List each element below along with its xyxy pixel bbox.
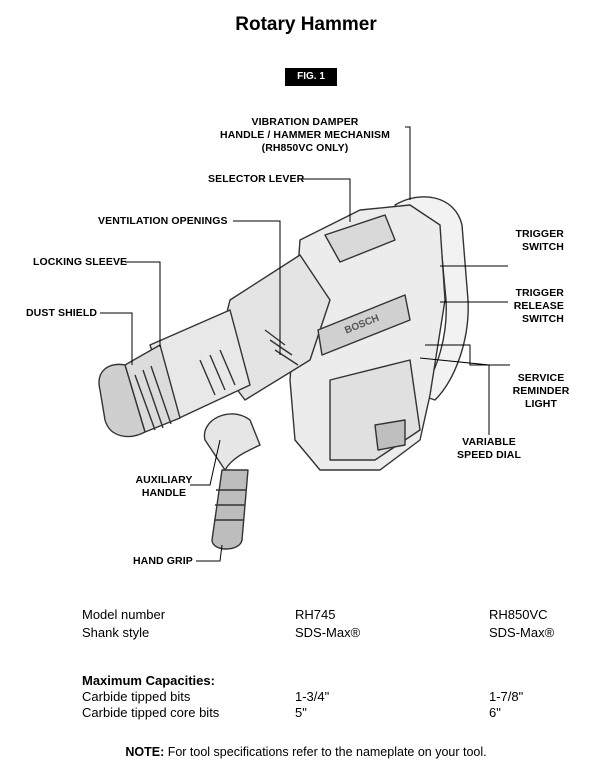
label-ventilation-openings: VENTILATION OPENINGS xyxy=(98,215,228,227)
page-title: Rotary Hammer xyxy=(235,14,377,35)
label-trigger-release-switch: TRIGGER RELEASE SWITCH xyxy=(513,287,564,325)
label-hand-grip: HAND GRIP xyxy=(133,555,193,567)
note-prefix: NOTE: xyxy=(125,745,165,759)
label-trigger-switch: TRIGGER SWITCH xyxy=(515,228,564,253)
spec-row-rh745: RH745 xyxy=(295,607,336,622)
capacity-row-rh850vc: 6" xyxy=(489,705,501,720)
note: NOTE: For tool specifications refer to t… xyxy=(0,745,612,759)
label-selector-lever: SELECTOR LEVER xyxy=(208,173,305,185)
figure-label: FIG. 1 xyxy=(285,68,337,86)
label-auxiliary-handle: AUXILIARY HANDLE xyxy=(135,474,193,499)
label-variable-speed-dial: VARIABLE SPEED DIAL xyxy=(456,436,521,461)
spec-row-rh745: SDS-Max® xyxy=(295,625,361,640)
label-locking-sleeve: LOCKING SLEEVE xyxy=(33,256,128,268)
capacity-row-label: Carbide tipped bits xyxy=(82,689,191,704)
spec-row-label: Shank style xyxy=(82,625,150,640)
capacity-row-rh745: 1-3/4" xyxy=(295,689,330,704)
spec-row-rh850vc: SDS-Max® xyxy=(489,625,555,640)
capacity-row-rh850vc: 1-7/8" xyxy=(489,689,524,704)
note-text: For tool specifications refer to the nam… xyxy=(164,745,487,759)
capacity-row-rh745: 5" xyxy=(295,705,307,720)
capacity-row-label: Carbide tipped core bits xyxy=(82,705,220,720)
label-service-reminder-light: SERVICE REMINDER LIGHT xyxy=(512,372,570,410)
rotary-hammer-illustration: BOSCH xyxy=(98,126,510,562)
spec-row-label: Model number xyxy=(82,607,166,622)
label-vibration-damper: VIBRATION DAMPER HANDLE / HAMMER MECHANI… xyxy=(220,116,390,154)
capacities-heading: Maximum Capacities: xyxy=(82,673,215,688)
spec-row-rh850vc: RH850VC xyxy=(489,607,548,622)
label-dust-shield: DUST SHIELD xyxy=(26,307,98,319)
